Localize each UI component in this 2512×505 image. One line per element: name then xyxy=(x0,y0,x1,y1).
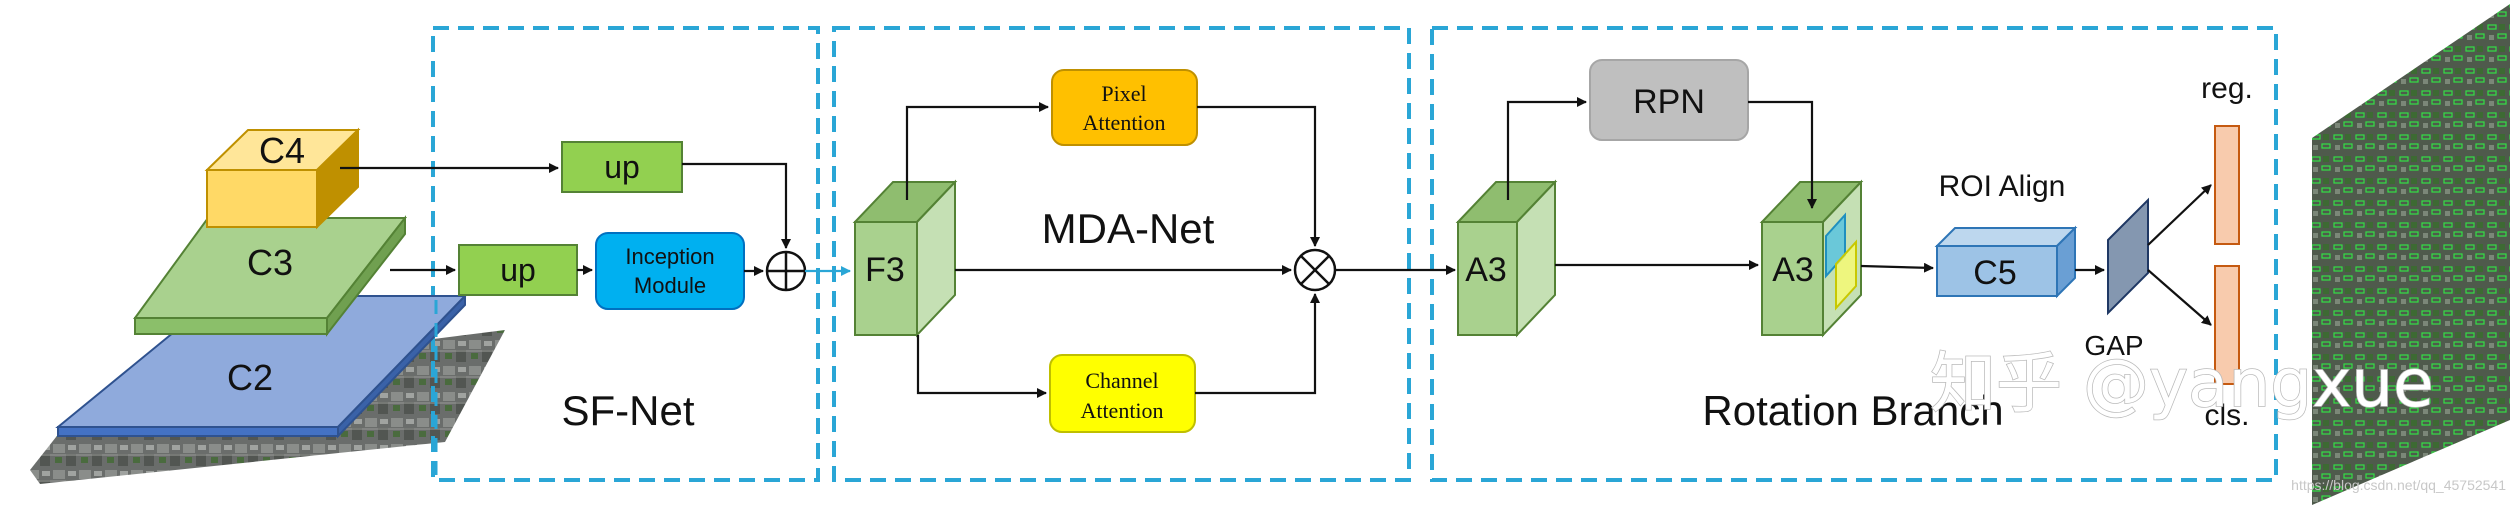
up-top-label: up xyxy=(604,149,640,185)
roi-align-label: ROI Align xyxy=(1939,170,2066,203)
sfnet-connections xyxy=(340,162,791,276)
a3-input-label: A3 xyxy=(1465,251,1507,289)
watermark-url: https://blog.csdn.net/qq_45752541 xyxy=(2291,477,2506,493)
pixel-attention-line1: Pixel xyxy=(1101,81,1146,106)
reg-output-block xyxy=(2214,125,2240,245)
rotation-section-border xyxy=(1430,26,2278,482)
c5-feature-map xyxy=(1934,225,2078,299)
roi-proposal-overlay xyxy=(1825,212,1857,311)
mdanet-title: MDA-Net xyxy=(1042,205,1215,252)
elementwise-sum-node xyxy=(765,250,807,292)
watermark-text: 知乎 @yangxue xyxy=(1930,345,2434,422)
channel-attention-line2: Attention xyxy=(1080,398,1163,423)
inception-line1: Inception xyxy=(625,244,714,269)
f3-feature-map xyxy=(852,179,958,338)
channel-attention-line1: Channel xyxy=(1085,368,1158,393)
c3-feature-map xyxy=(133,215,408,337)
sfnet-section-border xyxy=(431,26,820,482)
cls-output-block xyxy=(2214,265,2240,385)
c5-label: C5 xyxy=(1973,254,2016,292)
rpn-block xyxy=(1589,59,1749,141)
rpn-label: RPN xyxy=(1633,83,1705,121)
c2-label: C2 xyxy=(227,357,273,398)
inception-line2: Module xyxy=(634,273,706,298)
gap-label: GAP xyxy=(2084,330,2143,361)
output-detection-image xyxy=(2312,4,2510,505)
f3-label: F3 xyxy=(865,251,905,289)
mdanet-section-border xyxy=(832,26,1411,482)
reg-label: reg. xyxy=(2201,72,2253,105)
c4-feature-map xyxy=(204,127,361,230)
a3-output-label: A3 xyxy=(1772,251,1814,289)
c4-label: C4 xyxy=(259,130,305,171)
c2-feature-map xyxy=(55,293,468,439)
sfnet-title: SF-Net xyxy=(561,387,694,434)
elementwise-multiply-node xyxy=(1293,248,1337,292)
a3-input-feature-map xyxy=(1455,179,1558,338)
up-bottom-label: up xyxy=(500,252,536,288)
cls-label: cls. xyxy=(2205,399,2250,432)
rotation-branch-title: Rotation Branch xyxy=(1702,387,2003,434)
rotation-connections xyxy=(1506,97,2212,326)
c3-label: C3 xyxy=(247,242,293,283)
up-top-block xyxy=(561,141,683,193)
mdanet-connections xyxy=(905,102,1456,398)
gap-block xyxy=(2107,197,2149,316)
pixel-attention-line2: Attention xyxy=(1082,110,1165,135)
